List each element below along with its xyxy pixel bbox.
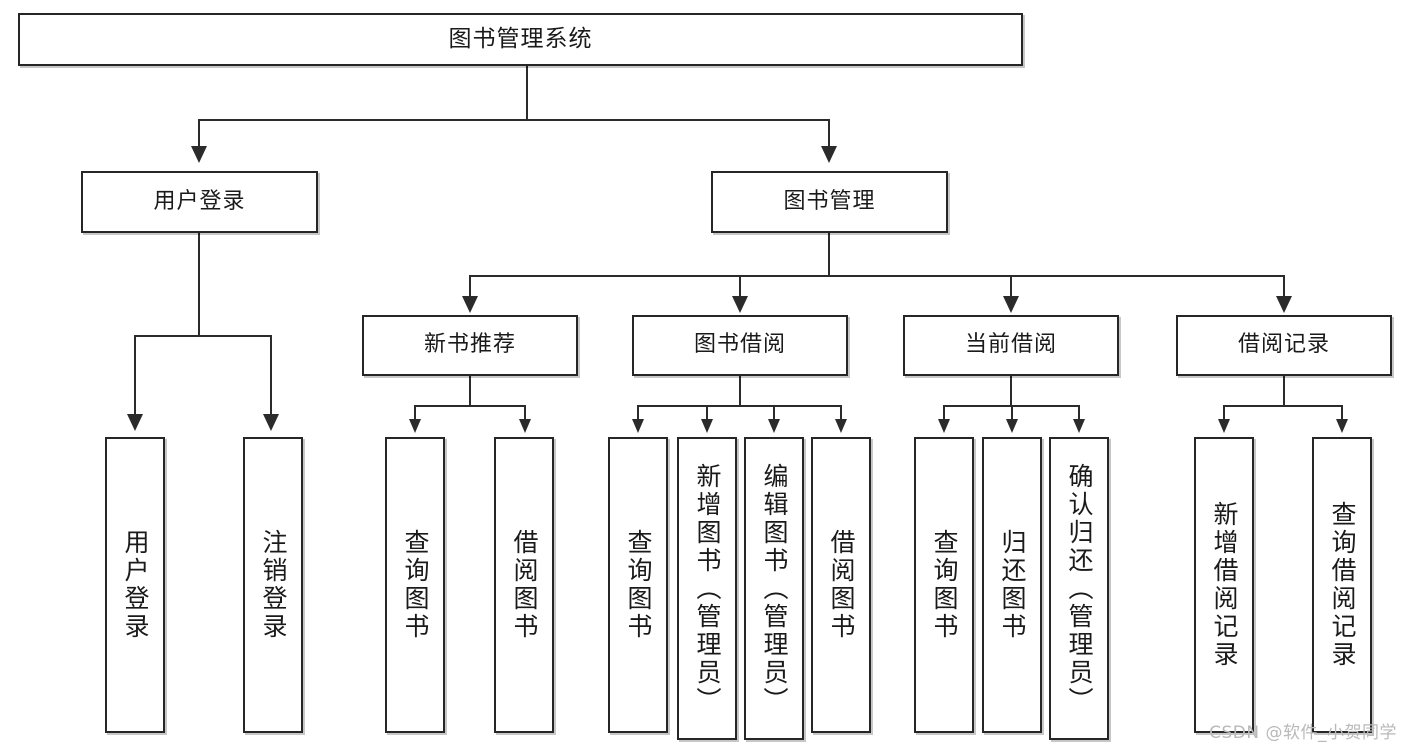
node-label: 查询图书 [624, 529, 653, 641]
arrow-book-borrow-leaf-1 [632, 419, 644, 433]
arrow-book-borrow-leaf-2 [701, 419, 713, 433]
arrow-to-user-login [191, 146, 207, 163]
node-book-borrow[interactable]: 图书借阅 [632, 315, 848, 376]
leaf-logout[interactable]: 注销登录 [243, 437, 303, 733]
node-user-login[interactable]: 用户登录 [81, 171, 318, 233]
connector-new-book-stem [469, 376, 471, 406]
node-label: 新增图书（管理员） [693, 462, 722, 715]
connector-current-borrow-leaf-3 [1078, 405, 1080, 421]
arrow-current-borrow-leaf-1 [938, 419, 950, 433]
leaf-return-book[interactable]: 归还图书 [982, 437, 1042, 733]
node-label: 确认归还（管理员） [1065, 462, 1094, 715]
connector-root-bus [198, 119, 830, 121]
node-label: 图书借阅 [693, 332, 786, 358]
leaf-borrow-book-newbook[interactable]: 借阅图书 [494, 437, 554, 733]
connector-root-stem [526, 66, 528, 120]
arrow-current-borrow-leaf-3 [1073, 419, 1085, 433]
node-new-book-recommend[interactable]: 新书推荐 [362, 315, 578, 376]
leaf-borrow-book[interactable]: 借阅图书 [811, 437, 871, 733]
connector-root-to-user-login [198, 119, 200, 149]
arrow-to-current-borrow [1003, 296, 1019, 313]
arrow-to-leaf-user-login [127, 414, 143, 431]
connector-book-borrow-stem [739, 376, 741, 406]
connector-current-borrow-leaf-1 [943, 405, 945, 421]
arrow-borrow-record-leaf-1 [1218, 419, 1230, 433]
node-label: 图书管理系统 [448, 26, 593, 53]
node-label: 编辑图书（管理员） [760, 462, 789, 715]
connector-book-borrow-bus [637, 405, 842, 407]
node-label: 查询图书 [930, 529, 959, 641]
connector-user-login-leaf-2 [270, 335, 272, 417]
node-label: 查询图书 [401, 529, 430, 641]
connector-to-new-book [469, 275, 471, 298]
connector-book-mgmt-stem [828, 233, 830, 276]
connector-borrow-record-leaf-2 [1341, 405, 1343, 421]
arrow-to-new-book [462, 296, 478, 313]
node-label: 归还图书 [998, 529, 1027, 641]
leaf-query-book-newbook[interactable]: 查询图书 [385, 437, 445, 733]
arrow-book-borrow-leaf-4 [835, 419, 847, 433]
watermark: CSDN @软件_小贺同学 [1209, 723, 1397, 743]
node-label: 借阅记录 [1237, 332, 1330, 358]
arrow-to-leaf-logout [263, 414, 279, 431]
arrow-current-borrow-leaf-2 [1006, 419, 1018, 433]
connector-borrow-record-leaf-1 [1223, 405, 1225, 421]
connector-book-borrow-leaf-4 [840, 405, 842, 421]
node-label: 注销登录 [259, 529, 288, 641]
leaf-add-borrow-record[interactable]: 新增借阅记录 [1194, 437, 1254, 733]
leaf-user-login[interactable]: 用户登录 [105, 437, 165, 733]
connector-book-borrow-leaf-2 [706, 405, 708, 421]
connector-current-borrow-leaf-2 [1011, 405, 1013, 421]
leaf-query-book-current[interactable]: 查询图书 [914, 437, 974, 733]
node-label: 借阅图书 [510, 529, 539, 641]
connector-to-current-borrow [1010, 275, 1012, 298]
node-label: 用户登录 [153, 188, 246, 214]
leaf-query-book-borrow[interactable]: 查询图书 [608, 437, 668, 733]
connector-user-login-bus [134, 335, 270, 337]
leaf-add-book-admin[interactable]: 新增图书（管理员） [677, 437, 737, 740]
arrow-to-book-mgmt [821, 146, 837, 163]
arrow-book-borrow-leaf-3 [768, 419, 780, 433]
connector-to-book-borrow [739, 275, 741, 298]
node-label: 新增借阅记录 [1210, 501, 1239, 669]
node-root-system[interactable]: 图书管理系统 [18, 13, 1023, 66]
leaf-query-borrow-record[interactable]: 查询借阅记录 [1312, 437, 1372, 733]
node-label: 查询借阅记录 [1328, 501, 1357, 669]
leaf-edit-book-admin[interactable]: 编辑图书（管理员） [744, 437, 804, 740]
connector-user-login-leaf-1 [134, 335, 136, 417]
connector-user-login-stem [198, 233, 200, 336]
arrow-to-borrow-record [1276, 296, 1292, 313]
connector-book-mgmt-bus [469, 275, 1284, 277]
node-label: 新书推荐 [423, 332, 516, 358]
node-label: 借阅图书 [827, 529, 856, 641]
connector-borrow-record-stem [1283, 376, 1285, 406]
node-label: 用户登录 [121, 529, 150, 641]
node-borrow-record[interactable]: 借阅记录 [1176, 315, 1392, 376]
connector-book-borrow-leaf-1 [637, 405, 639, 421]
node-label: 图书管理 [783, 188, 876, 214]
connector-new-book-bus [414, 405, 526, 407]
connector-to-borrow-record [1283, 275, 1285, 298]
connector-new-book-leaf-2 [524, 405, 526, 421]
connector-new-book-leaf-1 [414, 405, 416, 421]
connector-borrow-record-bus [1223, 405, 1343, 407]
node-current-borrow[interactable]: 当前借阅 [903, 315, 1119, 376]
arrow-to-book-borrow [732, 296, 748, 313]
connector-root-to-book-mgmt [828, 119, 830, 149]
arrow-new-book-leaf-1 [409, 419, 421, 433]
leaf-confirm-return-admin[interactable]: 确认归还（管理员） [1049, 437, 1109, 740]
connector-current-borrow-stem [1010, 376, 1012, 406]
arrow-new-book-leaf-2 [519, 419, 531, 433]
connector-book-borrow-leaf-3 [773, 405, 775, 421]
arrow-borrow-record-leaf-2 [1336, 419, 1348, 433]
node-book-management[interactable]: 图书管理 [711, 171, 948, 233]
node-label: 当前借阅 [964, 332, 1057, 358]
